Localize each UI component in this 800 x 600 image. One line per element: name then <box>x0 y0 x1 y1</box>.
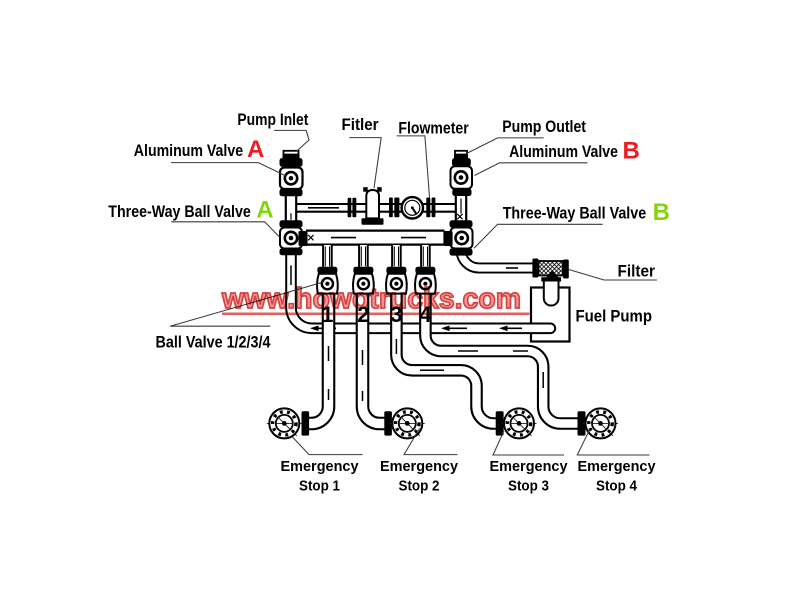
svg-text:Stop 1: Stop 1 <box>299 478 340 495</box>
svg-text:Pump Outlet: Pump Outlet <box>502 117 586 136</box>
svg-text:Three-Way Ball Valve: Three-Way Ball Valve <box>108 202 251 221</box>
svg-text:Fuel Pump: Fuel Pump <box>576 306 653 325</box>
svg-text:B: B <box>653 199 670 226</box>
svg-text:Aluminum Valve: Aluminum Valve <box>509 142 618 161</box>
svg-text:Aluminum Valve: Aluminum Valve <box>134 141 243 160</box>
svg-text:Filter: Filter <box>618 262 656 281</box>
svg-text:Three-Way Ball Valve: Three-Way Ball Valve <box>503 203 647 222</box>
svg-text:Emergency: Emergency <box>578 458 657 475</box>
svg-text:A: A <box>256 196 273 223</box>
svg-text:Stop 4: Stop 4 <box>596 478 638 495</box>
svg-text:Flowmeter: Flowmeter <box>398 118 469 137</box>
svg-text:Pump Inlet: Pump Inlet <box>237 110 308 129</box>
svg-text:A: A <box>247 136 264 163</box>
svg-text:www.howotrucks.com: www.howotrucks.com <box>221 283 521 315</box>
svg-text:Emergency: Emergency <box>380 458 459 475</box>
svg-text:Stop 3: Stop 3 <box>508 478 549 495</box>
svg-text:Emergency: Emergency <box>281 458 360 475</box>
svg-text:B: B <box>623 137 640 164</box>
svg-text:Emergency: Emergency <box>490 458 569 475</box>
svg-text:Ball Valve 1/2/3/4: Ball Valve 1/2/3/4 <box>156 333 271 352</box>
svg-text:Fitler: Fitler <box>342 115 379 134</box>
svg-text:Stop 2: Stop 2 <box>399 478 440 495</box>
